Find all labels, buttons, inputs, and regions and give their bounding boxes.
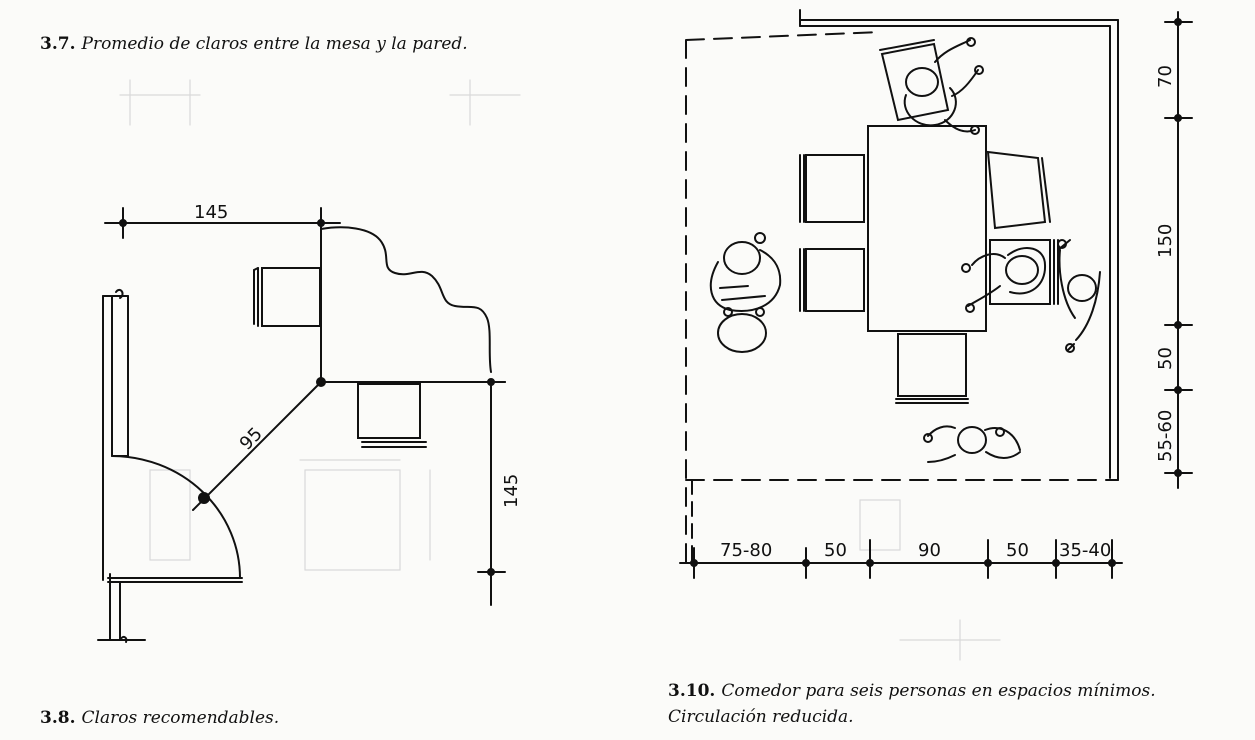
person-bottom xyxy=(923,425,1021,463)
dim-label-v-2: 150 xyxy=(1155,224,1176,258)
caption-fig-3-8-text: Claros recomendables. xyxy=(81,708,280,728)
left-diagram: 145 95 145 xyxy=(97,202,522,643)
chair-left-lower xyxy=(799,248,865,312)
room-walls xyxy=(799,9,1119,481)
dim-label-v-4: 55-60 xyxy=(1155,410,1176,462)
chair-top xyxy=(879,39,950,122)
person-left-with-tray xyxy=(709,232,782,353)
tablecloth-edge xyxy=(320,226,492,373)
dim-label-v-3: 50 xyxy=(1155,347,1176,370)
door xyxy=(97,288,243,643)
dim-label-h-5: 35-40 xyxy=(1059,540,1111,561)
dim-label-top: 145 xyxy=(194,202,228,223)
person-right-standing xyxy=(1057,239,1101,353)
chair-right-upper xyxy=(986,150,1051,230)
caption-fig-3-7-number: 3.7. xyxy=(40,34,76,54)
caption-fig-3-8: 3.8.Claros recomendables. xyxy=(40,708,279,728)
dim-label-h-2: 50 xyxy=(824,540,847,561)
dining-table xyxy=(867,125,987,332)
room-boundary-dashed xyxy=(685,31,1119,569)
person-right-seated xyxy=(961,246,1047,313)
chair-right-lower xyxy=(989,239,1059,305)
chair-left-upper xyxy=(799,154,865,223)
dim-label-diagonal: 95 xyxy=(236,423,267,454)
caption-fig-3-10-line1: Comedor para seis personas en espacios m… xyxy=(721,681,1156,701)
dim-label-v-1: 70 xyxy=(1155,65,1176,88)
caption-fig-3-7: 3.7.Promedio de claros entre la mesa y l… xyxy=(40,34,468,54)
caption-fig-3-10-line2: Circulación reducida. xyxy=(668,707,854,727)
person-top xyxy=(903,37,984,135)
dim-line-diagonal xyxy=(192,381,322,511)
dim-label-h-1: 75-80 xyxy=(720,540,772,561)
chair-bottom xyxy=(357,383,427,448)
dim-label-right: 145 xyxy=(501,474,522,508)
caption-fig-3-10-number: 3.10. xyxy=(668,681,716,701)
serving-tray xyxy=(717,313,767,353)
chair-bottom-right xyxy=(895,333,969,404)
dim-label-h-3: 90 xyxy=(918,540,941,561)
caption-fig-3-10: 3.10.Comedor para seis personas en espac… xyxy=(668,678,1156,730)
right-diagram: 70 150 50 55-60 75-80 50 90 50 35-40 xyxy=(679,9,1193,579)
door-swing-arc xyxy=(111,455,241,579)
bleed-through-marks xyxy=(119,79,1001,661)
caption-fig-3-7-text: Promedio de claros entre la mesa y la pa… xyxy=(81,34,468,54)
chair-left xyxy=(253,267,321,327)
caption-fig-3-8-number: 3.8. xyxy=(40,708,76,728)
dim-label-h-4: 50 xyxy=(1006,540,1029,561)
